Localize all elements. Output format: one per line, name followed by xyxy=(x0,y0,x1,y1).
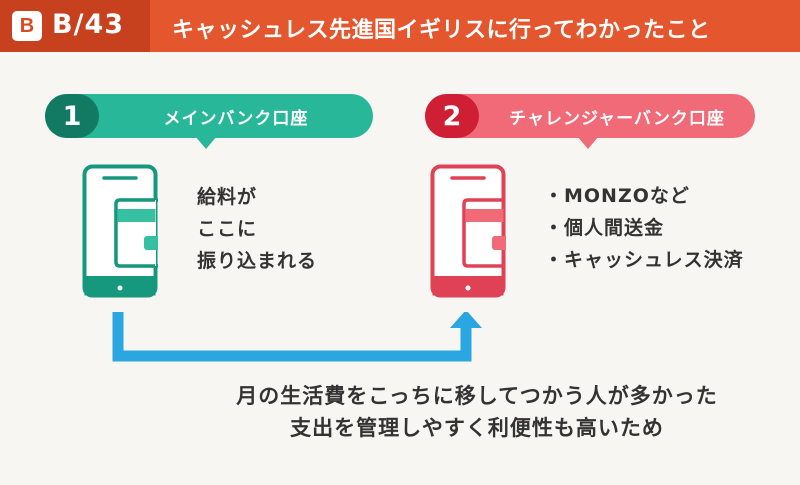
speech-tail xyxy=(195,136,217,149)
main-bank-label: メインバンク口座 xyxy=(163,108,309,129)
description-line: ここに xyxy=(197,218,258,240)
feature-item: ・キャッシュレス決済 xyxy=(544,249,744,271)
brand-badge-icon: B xyxy=(12,11,42,41)
challenger-bank-features: ・MONZOなど ・個人間送金 ・キャッシュレス決済 xyxy=(544,180,744,276)
caption-line-1: 月の生活費をこっちに移してつかう人が多かった xyxy=(236,384,718,408)
smartphone-card-icon-left xyxy=(82,164,158,298)
description-line: 振り込まれる xyxy=(197,250,318,272)
caption-line-2: 支出を管理しやすく利便性も高いため xyxy=(290,416,664,440)
section-number: B/43 xyxy=(52,9,125,40)
feature-item: ・MONZOなど xyxy=(544,185,690,207)
title-bar-bg xyxy=(150,0,800,52)
main-bank-pill: 1 メインバンク口座 xyxy=(45,94,373,149)
speech-tail xyxy=(577,136,599,149)
challenger-bank-pill: 2 チャレンジャーバンク口座 xyxy=(425,94,755,149)
page-title: キャッシュレス先進国イギリスに行ってわかったこと xyxy=(172,18,711,43)
smartphone-card-icon-right xyxy=(430,164,506,298)
step-number-2: 2 xyxy=(425,94,479,138)
transfer-arrow-icon xyxy=(112,312,482,362)
challenger-bank-label: チャレンジャーバンク口座 xyxy=(509,108,725,129)
step-number-1: 1 xyxy=(45,94,99,138)
description-line: 給料が xyxy=(197,186,258,208)
badge-letter: B xyxy=(19,14,35,37)
feature-item: ・個人間送金 xyxy=(544,217,665,239)
main-bank-description: 給料が ここに 振り込まれる xyxy=(197,181,317,277)
header-banner: B B/43 キャッシュレス先進国イギリスに行ってわかったこと xyxy=(0,0,800,52)
